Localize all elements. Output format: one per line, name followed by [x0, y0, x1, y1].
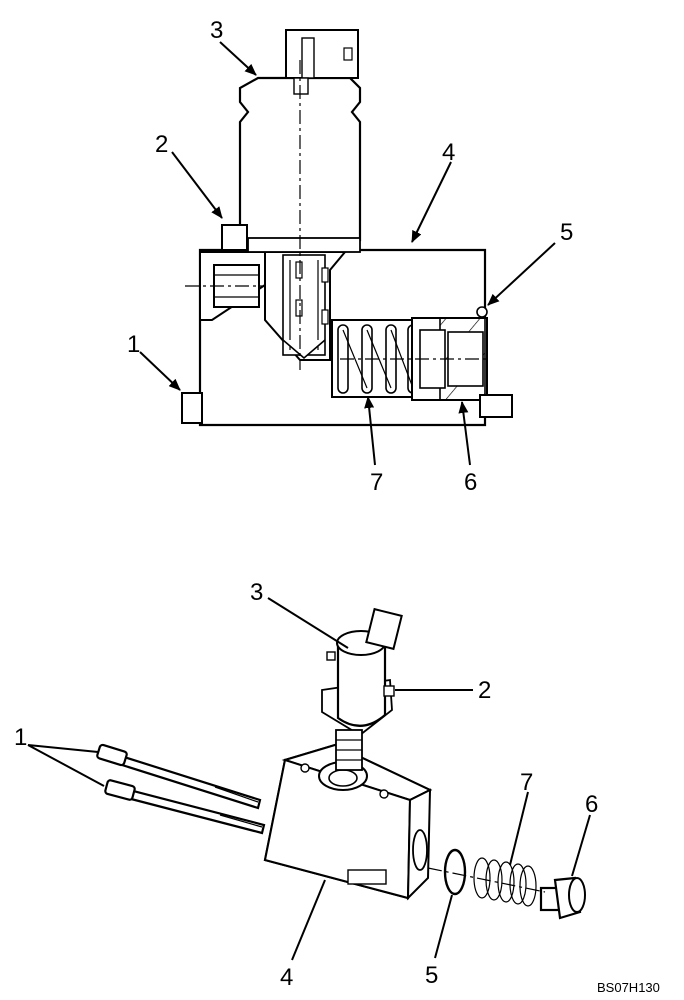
callout-2-exploded: 2 — [478, 677, 491, 704]
callout-4-section: 4 — [442, 139, 455, 166]
bolt-head-section — [181, 392, 203, 424]
callout-5-section: 5 — [560, 219, 573, 246]
solenoid-exploded — [321, 607, 403, 771]
plug-exploded — [539, 876, 586, 920]
callout-7-section: 7 — [370, 469, 383, 496]
callout-4-exploded: 4 — [280, 964, 293, 991]
callout-1-section: 1 — [127, 331, 140, 358]
callout-3-exploded: 3 — [250, 579, 263, 606]
section-view: 3 2 4 5 1 7 6 — [127, 17, 573, 496]
valve-block-exploded — [263, 743, 433, 901]
callout-3-section: 3 — [210, 17, 223, 44]
solenoid-section — [238, 29, 362, 253]
callout-6-exploded: 6 — [585, 791, 598, 818]
callout-6-section: 6 — [464, 469, 477, 496]
assembly-axis — [427, 867, 546, 893]
spring-exploded — [473, 857, 537, 907]
drawing-reference: BS07H130 — [597, 980, 660, 995]
callout-5-exploded: 5 — [425, 962, 438, 989]
o-ring-exploded — [443, 848, 467, 896]
callout-7-exploded: 7 — [520, 769, 533, 796]
callout-2-section: 2 — [155, 131, 168, 158]
o-ring-section — [476, 306, 488, 318]
screw-head-section — [221, 224, 248, 251]
exploded-view: 3 2 1 7 6 4 5 — [14, 579, 598, 991]
bolts — [96, 743, 266, 835]
callout-1-exploded: 1 — [14, 724, 27, 751]
